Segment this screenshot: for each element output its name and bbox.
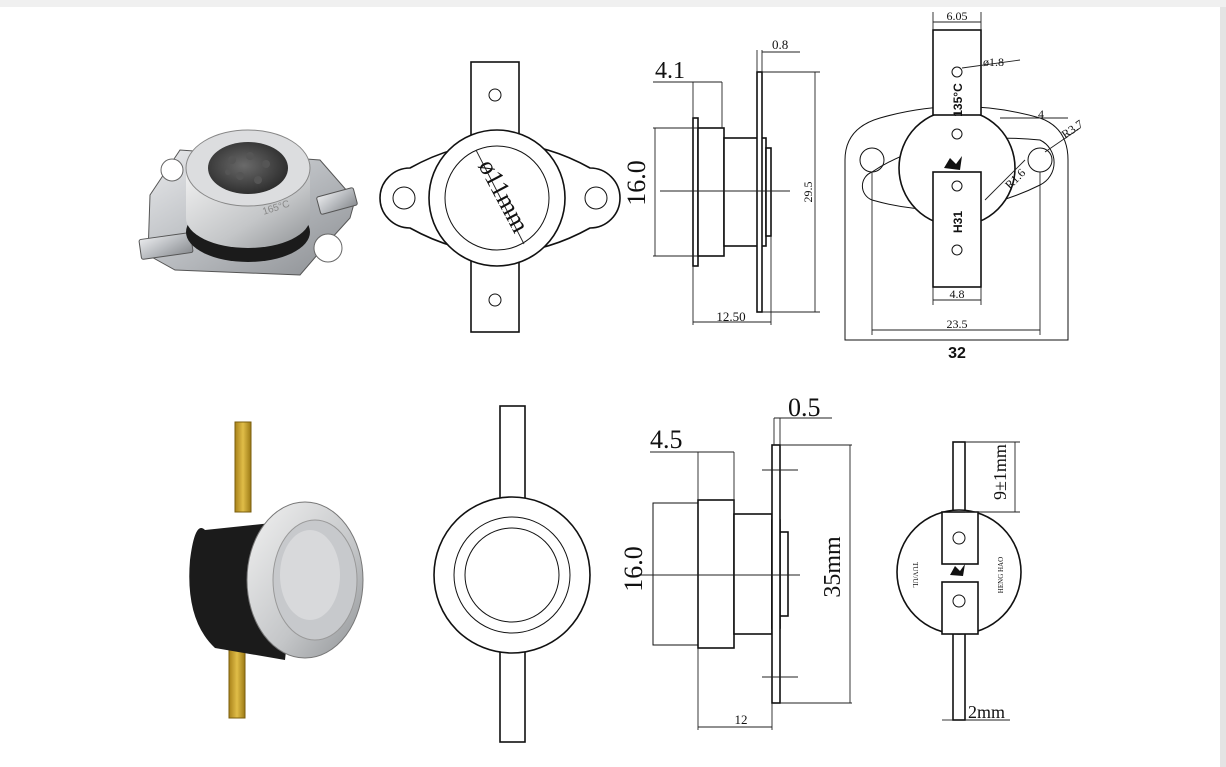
drawing-sheet: [0, 7, 1220, 767]
dim-top-right-bottom: 0.5: [788, 393, 821, 422]
terminal-temp-marking: 135°C: [951, 83, 965, 117]
side-view-bottom: 4.5 0.5 16.0 35mm 12: [619, 393, 852, 730]
dim-height-bottom: 16.0: [619, 546, 648, 592]
dim-bottom: 12.50: [716, 309, 745, 324]
back-view-bottom: TUV/UL HENG HAO 9±1mm 2mm: [896, 441, 1022, 722]
dim-top-left-bottom: 4.5: [650, 425, 683, 454]
side-view-top: 4.1 0.8 16.0 29.5 12.50: [622, 37, 820, 325]
terminal-code-marking: H31: [951, 211, 965, 233]
front-view-top: ø11mm: [379, 61, 621, 333]
dim-hole-spacing: 23.5: [947, 317, 968, 331]
thermostat-photo-black-body-brass-terminals-icon: [189, 421, 364, 719]
dim-bottom-bottom: 12: [735, 712, 748, 727]
top-border: [0, 0, 1226, 7]
dim-terminal-width: 4.8: [950, 287, 965, 301]
dim-hole: ø1.8: [983, 55, 1004, 69]
dim-total-height: 29.5: [801, 182, 815, 203]
front-view-bottom: [433, 405, 591, 743]
dim-total-width: 32: [948, 345, 966, 362]
thermostat-photo-silver-flange-icon: 165°C: [138, 129, 358, 276]
back-view-top: 6.05 ø1.8 4 R3.7 R1.6 135°C H31 4.8 23.5…: [844, 9, 1086, 362]
dim-edge: 4: [1038, 107, 1044, 121]
dim-top-right: 0.8: [772, 37, 788, 52]
dim-total-height-bottom: 35mm: [820, 536, 846, 598]
dim-terminal-thickness: 2mm: [968, 702, 1005, 722]
svg-text:TUV/UL: TUV/UL: [911, 562, 919, 588]
dim-top-left: 4.1: [655, 58, 685, 84]
dim-top: 6.05: [947, 9, 968, 23]
svg-text:HENG HAO: HENG HAO: [997, 557, 1005, 593]
dim-height: 16.0: [622, 160, 651, 206]
dim-radius-large: R3.7: [1059, 117, 1086, 142]
right-border: [1220, 7, 1226, 767]
dim-terminal-length: 9±1mm: [990, 444, 1010, 500]
